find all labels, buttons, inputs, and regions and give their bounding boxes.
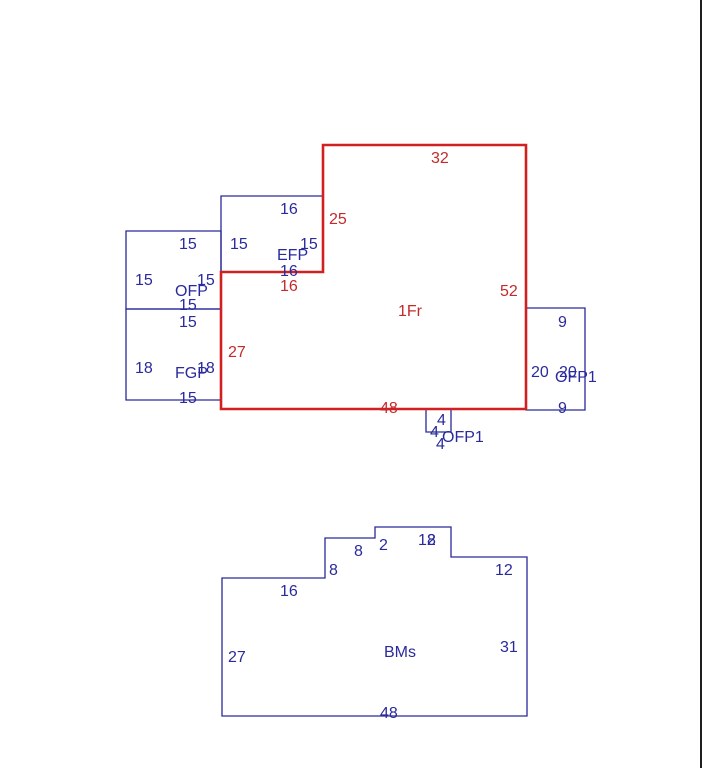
efp-left-dim: 15	[230, 236, 248, 253]
main-step-dim: 16	[280, 278, 298, 295]
bm-step3-vert-dim: 8	[427, 532, 436, 549]
fgp-top-dim: 15	[179, 314, 197, 331]
main-floor-outline	[219, 143, 528, 411]
bm-step2-vert-dim: 2	[379, 537, 388, 554]
bm-step1-top-dim: 8	[354, 543, 363, 560]
ofp-bottom-dim: 15	[179, 297, 197, 314]
ofp1b-bottom-dim: 4	[436, 436, 445, 453]
ofp1r-right-dim: 20	[559, 364, 577, 381]
efp-right-dim: 15	[300, 236, 318, 253]
ofp-right-dim: 15	[197, 272, 215, 289]
ofp1-right-outline	[525, 307, 586, 411]
fgp-left-dim: 18	[135, 360, 153, 377]
fgp-bottom-dim: 15	[179, 390, 197, 407]
ofp1b-top-dim: 4	[437, 412, 446, 429]
ofp-left-dim: 15	[135, 272, 153, 289]
ofp1r-left-dim: 20	[531, 364, 549, 381]
bm-top-dim: 12	[418, 532, 436, 549]
main-top-dim: 32	[431, 150, 449, 167]
bm-right-dim: 31	[500, 639, 518, 656]
fgp-outline	[125, 308, 222, 401]
basement-outline	[221, 526, 528, 717]
efp-bottom-dim: 16	[280, 263, 298, 280]
basement-label: BMs	[384, 644, 416, 661]
bm-bottom-dim: 48	[380, 705, 398, 722]
main-left-upper-dim: 25	[329, 211, 347, 228]
ofp1r-bottom-dim: 9	[558, 400, 567, 417]
page-edge-line	[700, 0, 702, 768]
bm-left-dim: 27	[228, 649, 246, 666]
ofp1b-left-dim: 4	[430, 424, 439, 441]
fgp-label: FGP	[175, 365, 208, 382]
main-floor-label: 1Fr	[398, 303, 423, 320]
ofp-label: OFP	[175, 283, 208, 300]
bm-left-top-dim: 16	[280, 583, 298, 600]
ofp1-bottom-label: OFP1	[442, 429, 484, 446]
efp-label: EFP	[277, 247, 308, 264]
efp-top-dim: 16	[280, 201, 298, 218]
bm-step1-vert-dim: 8	[329, 562, 338, 579]
main-right-dim: 52	[500, 283, 518, 300]
ofp-top-dim: 15	[179, 236, 197, 253]
ofp1-right-label: OFP1	[555, 369, 597, 386]
main-bottom-dim: 48	[380, 400, 398, 417]
bm-right-top-dim: 12	[495, 562, 513, 579]
fgp-right-dim: 18	[197, 360, 215, 377]
main-left-lower-dim: 27	[228, 344, 246, 361]
ofp1r-top-dim: 9	[558, 314, 567, 331]
